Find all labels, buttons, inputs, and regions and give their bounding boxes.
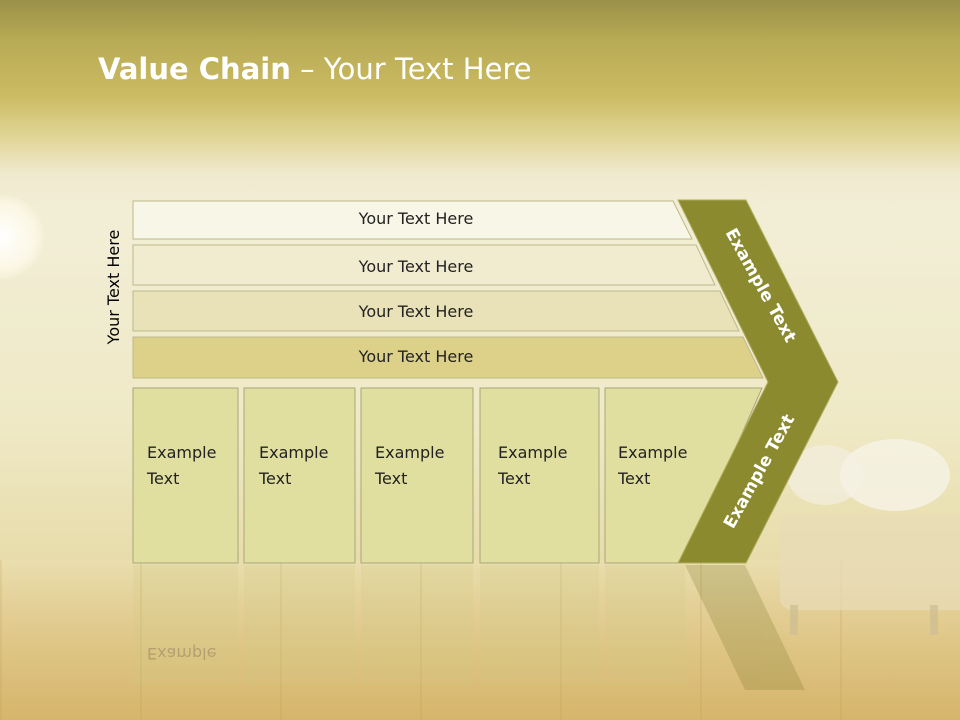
row-band-1	[132, 200, 693, 240]
box-2-line-2: Text	[258, 469, 291, 488]
row-band-3	[132, 290, 740, 332]
activity-box-2	[243, 387, 356, 564]
slide-title: Value Chain – Your Text Here	[98, 52, 532, 86]
row-band-4	[132, 336, 764, 379]
margin-chevron	[677, 199, 839, 564]
activity-box-3	[360, 387, 474, 564]
row-label-4: Your Text Here	[358, 347, 474, 366]
row-label-2: Your Text Here	[358, 257, 474, 276]
sofa-image	[780, 439, 960, 635]
box-4-line-2: Text	[497, 469, 530, 488]
box-1-line-1: Example	[147, 443, 216, 462]
activity-box-1	[132, 387, 239, 564]
box-2-line-1: Example	[259, 443, 328, 462]
diagram-reflection: Example	[133, 565, 805, 690]
row-label-1: Your Text Here	[358, 209, 474, 228]
activity-box-4	[479, 387, 600, 564]
title-bold: Value Chain	[98, 52, 291, 86]
row-label-3: Your Text Here	[358, 302, 474, 321]
box-1-line-2: Text	[146, 469, 179, 488]
box-4-line-1: Example	[498, 443, 567, 462]
box-3-line-1: Example	[375, 443, 444, 462]
box-5-line-1: Example	[618, 443, 687, 462]
reflect-text-1: Example	[147, 644, 216, 663]
row-band-2	[132, 244, 716, 286]
box-5-line-2: Text	[617, 469, 650, 488]
title-rest: – Your Text Here	[290, 52, 532, 86]
box-3-line-2: Text	[374, 469, 407, 488]
